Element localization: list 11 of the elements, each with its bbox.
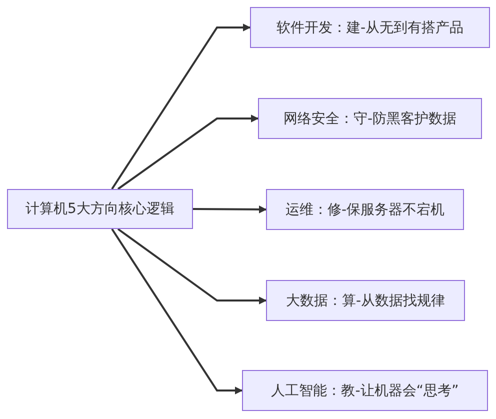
process-box: 运维：修-保服务器不宕机 (266, 189, 464, 230)
process-box: 计算机5大方向核心逻辑 (7, 189, 193, 229)
arrow (117, 114, 259, 190)
arrow (111, 24, 251, 190)
arrow (111, 228, 243, 394)
process-box: 软件开发：建-从无到有搭产品 (250, 7, 490, 48)
arrow (117, 228, 267, 304)
process-box: 网络安全：守-防黑客护数据 (258, 98, 482, 139)
arrow (193, 205, 267, 214)
process-box: 人工智能：教-让机器会“思考” (242, 370, 488, 411)
process-box: 大数据：算-从数据找规律 (266, 280, 465, 321)
